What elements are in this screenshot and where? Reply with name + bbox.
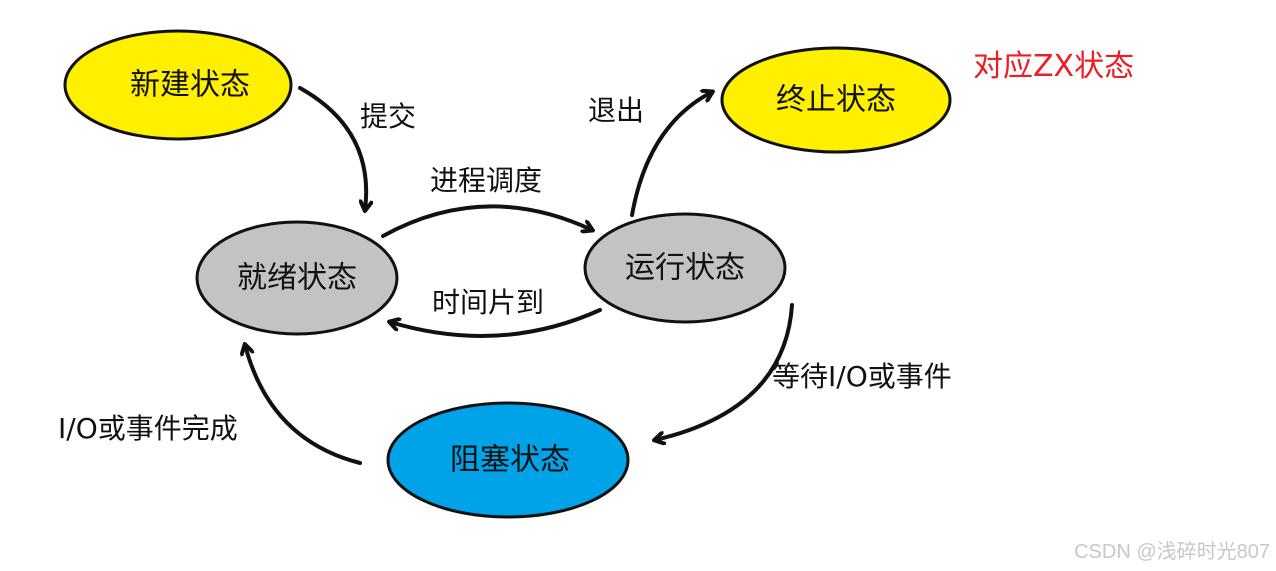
state-ready-label: 就绪状态 [237,261,357,296]
state-terminated: 终止状态 [720,46,952,154]
label-timeslice: 时间片到 [432,286,544,319]
state-running-label: 运行状态 [625,251,745,286]
zx-state-note: 对应ZX状态 [973,49,1134,84]
state-new-label: 新建状态 [130,68,250,103]
state-terminated-label: 终止状态 [776,83,896,118]
state-new: 新建状态 [63,29,293,141]
arrow-complete [245,345,362,465]
arrow-wait [655,303,794,440]
label-wait: 等待I/O或事件 [772,360,952,393]
state-blocked-label: 阻塞状态 [450,443,570,478]
state-blocked: 阻塞状态 [386,401,630,519]
arrow-exit [630,92,712,217]
label-exit: 退出 [588,94,644,127]
arrow-schedule [381,204,592,238]
state-ready: 就绪状态 [195,220,399,336]
label-schedule: 进程调度 [430,164,542,197]
label-complete: I/O或事件完成 [58,412,238,445]
arrow-timeslice [390,308,602,338]
label-submit: 提交 [360,100,416,133]
arrow-submit [298,86,366,210]
state-running: 运行状态 [583,212,787,324]
watermark: CSDN @浅碎时光807 [1074,540,1270,563]
